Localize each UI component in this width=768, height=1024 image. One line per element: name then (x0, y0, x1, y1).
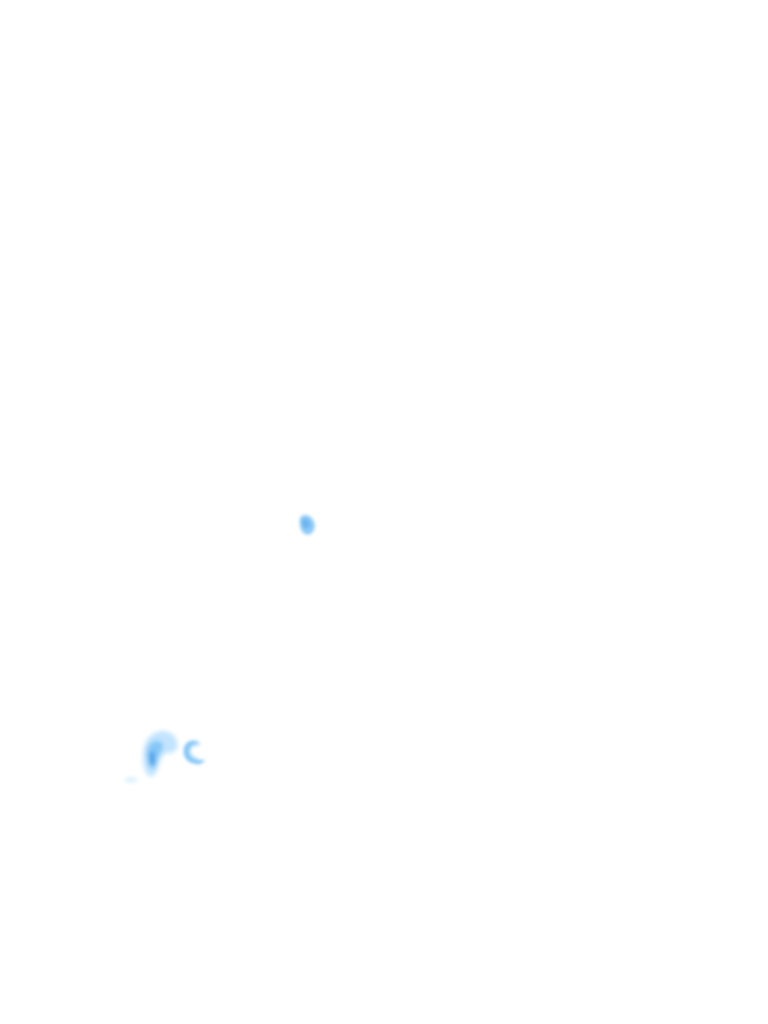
artifact-blob-center (299, 515, 315, 535)
artifact-c-shape (183, 740, 205, 765)
artifact-smudge-left (125, 731, 178, 783)
